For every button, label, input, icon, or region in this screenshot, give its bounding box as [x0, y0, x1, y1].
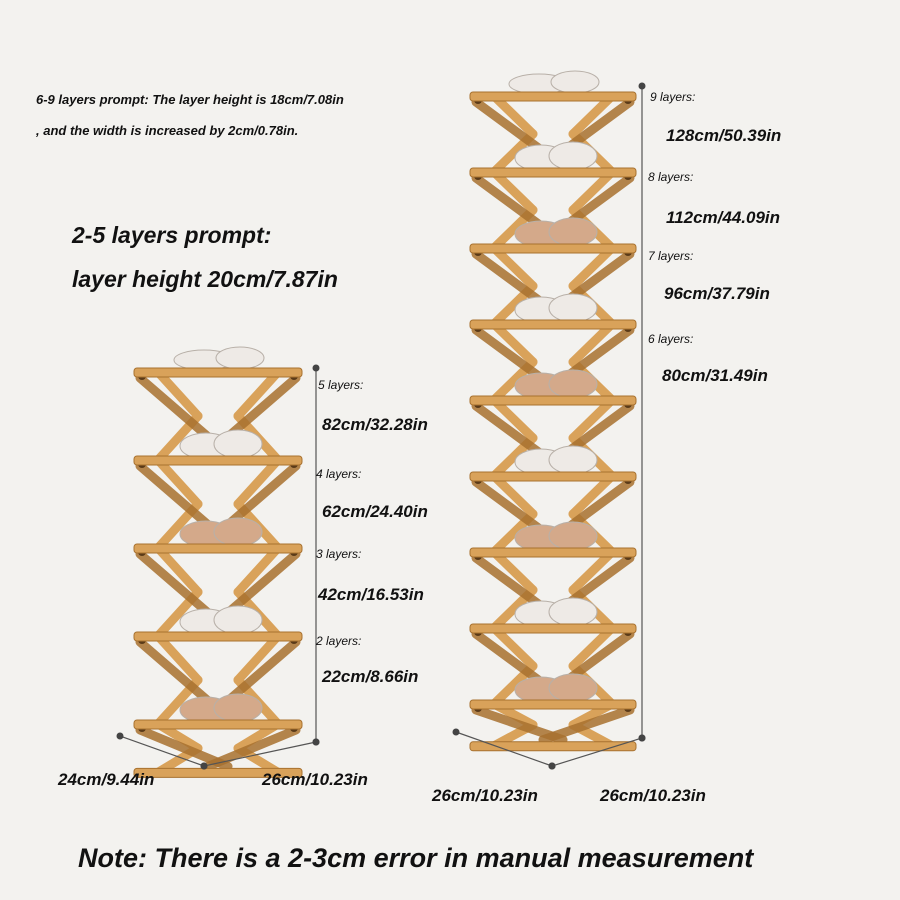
- measurement-note: Note: There is a 2-3cm error in manual m…: [78, 843, 754, 873]
- small-layer-2-label: 2 layers:: [316, 634, 362, 648]
- tall-shoe: [548, 673, 598, 703]
- tall-rack-width: 26cm/10.23in: [600, 786, 706, 805]
- tall-strut: [568, 395, 617, 443]
- small-layer-3-label: 3 layers:: [316, 547, 362, 561]
- tall-strut: [538, 705, 635, 745]
- tall-width-line: [551, 737, 643, 767]
- short-prompt-line2: layer height 20cm/7.87in: [72, 266, 338, 292]
- tall-height-line-end: [638, 82, 646, 90]
- tall-strut: [489, 243, 538, 291]
- small-strut: [233, 367, 283, 421]
- tall-layer-8-height: 112cm/44.09in: [666, 208, 781, 227]
- tall-prompt-line2: , and the width is increased by 2cm/0.78…: [36, 123, 299, 138]
- small-width-line-end: [200, 762, 208, 770]
- small-depth-line: [119, 735, 205, 767]
- small-strut: [153, 367, 203, 421]
- small-depth-line-end: [116, 732, 124, 740]
- tall-strut: [489, 167, 538, 215]
- tall-shelf: [469, 471, 637, 482]
- small-shoe: [215, 346, 265, 370]
- small-height-line-end: [312, 364, 320, 372]
- tall-rack-depth: 26cm/10.23in: [432, 786, 538, 805]
- small-width-line-end: [312, 738, 320, 746]
- tall-width-line-end: [638, 734, 646, 742]
- tall-shoe: [548, 445, 598, 475]
- small-shelf: [133, 719, 303, 730]
- small-shoe: [213, 693, 263, 723]
- tall-base-shelf: [469, 741, 637, 752]
- tall-layer-9-height: 128cm/50.39in: [666, 126, 782, 145]
- tall-shoe: [548, 141, 598, 171]
- tall-strut: [568, 243, 617, 291]
- tall-layer-6-height: 80cm/31.49in: [662, 366, 768, 385]
- tall-layer-8-label: 8 layers:: [648, 170, 694, 184]
- tall-shoe: [550, 70, 600, 94]
- tall-layer-7-label: 7 layers:: [648, 249, 694, 263]
- tall-shoe-rack: [469, 70, 637, 752]
- tall-shoe: [548, 369, 598, 399]
- tall-shelf: [469, 319, 637, 330]
- small-shoe: [213, 517, 263, 547]
- small-shelf: [133, 455, 303, 466]
- small-layer-5-label: 5 layers:: [318, 378, 364, 392]
- small-rack-width: 26cm/10.23in: [262, 770, 368, 789]
- tall-depth-line: [455, 731, 553, 767]
- tall-strut: [568, 623, 617, 671]
- tall-strut: [489, 91, 538, 139]
- tall-strut: [489, 471, 538, 519]
- tall-depth-line-end: [452, 728, 460, 736]
- tall-shoe: [548, 597, 598, 627]
- tall-shelf: [469, 167, 637, 178]
- tall-layer-6-label: 6 layers:: [648, 332, 694, 346]
- tall-strut: [568, 91, 617, 139]
- small-shoe: [213, 429, 263, 459]
- small-shelf: [133, 367, 303, 378]
- small-shoe: [213, 605, 263, 635]
- small-base-shelf: [133, 767, 303, 778]
- tall-shelf: [469, 699, 637, 710]
- small-shoe-rack: [133, 346, 303, 778]
- dimension-lines: [116, 82, 646, 770]
- small-shelf: [133, 543, 303, 554]
- tall-strut: [489, 395, 538, 443]
- tall-shelf: [469, 623, 637, 634]
- tall-shoe: [548, 293, 598, 323]
- tall-strut: [568, 167, 617, 215]
- small-strut: [153, 631, 203, 685]
- small-layer-3-height: 42cm/16.53in: [318, 585, 424, 604]
- short-prompt-line1: 2-5 layers prompt:: [72, 222, 272, 248]
- tall-shelf: [469, 547, 637, 558]
- small-rack-depth: 24cm/9.44in: [58, 770, 155, 789]
- tall-shelf: [469, 243, 637, 254]
- small-layer-5-height: 82cm/32.28in: [322, 415, 428, 434]
- tall-layer-7-height: 96cm/37.79in: [664, 284, 770, 303]
- tall-prompt-line1: 6-9 layers prompt: The layer height is 1…: [36, 92, 344, 107]
- tall-shelf: [469, 91, 637, 102]
- tall-strut: [489, 319, 538, 367]
- tall-strut: [568, 471, 617, 519]
- small-strut: [153, 543, 203, 597]
- small-strut: [233, 455, 283, 509]
- tall-shoe: [548, 521, 598, 551]
- small-strut: [153, 455, 203, 509]
- tall-width-line-end: [548, 762, 556, 770]
- small-shelf: [133, 631, 303, 642]
- small-strut: [203, 725, 301, 771]
- tall-strut: [489, 547, 538, 595]
- tall-layer-9-label: 9 layers:: [650, 90, 696, 104]
- small-strut: [233, 631, 283, 685]
- small-layer-4-label: 4 layers:: [316, 467, 362, 481]
- small-layer-4-height: 62cm/24.40in: [322, 502, 428, 521]
- small-strut: [233, 543, 283, 597]
- tall-shelf: [469, 395, 637, 406]
- tall-strut: [568, 547, 617, 595]
- tall-strut: [489, 623, 538, 671]
- small-layer-2-height: 22cm/8.66in: [322, 667, 419, 686]
- small-width-line: [203, 741, 317, 767]
- tall-shoe: [548, 217, 598, 247]
- tall-strut: [568, 319, 617, 367]
